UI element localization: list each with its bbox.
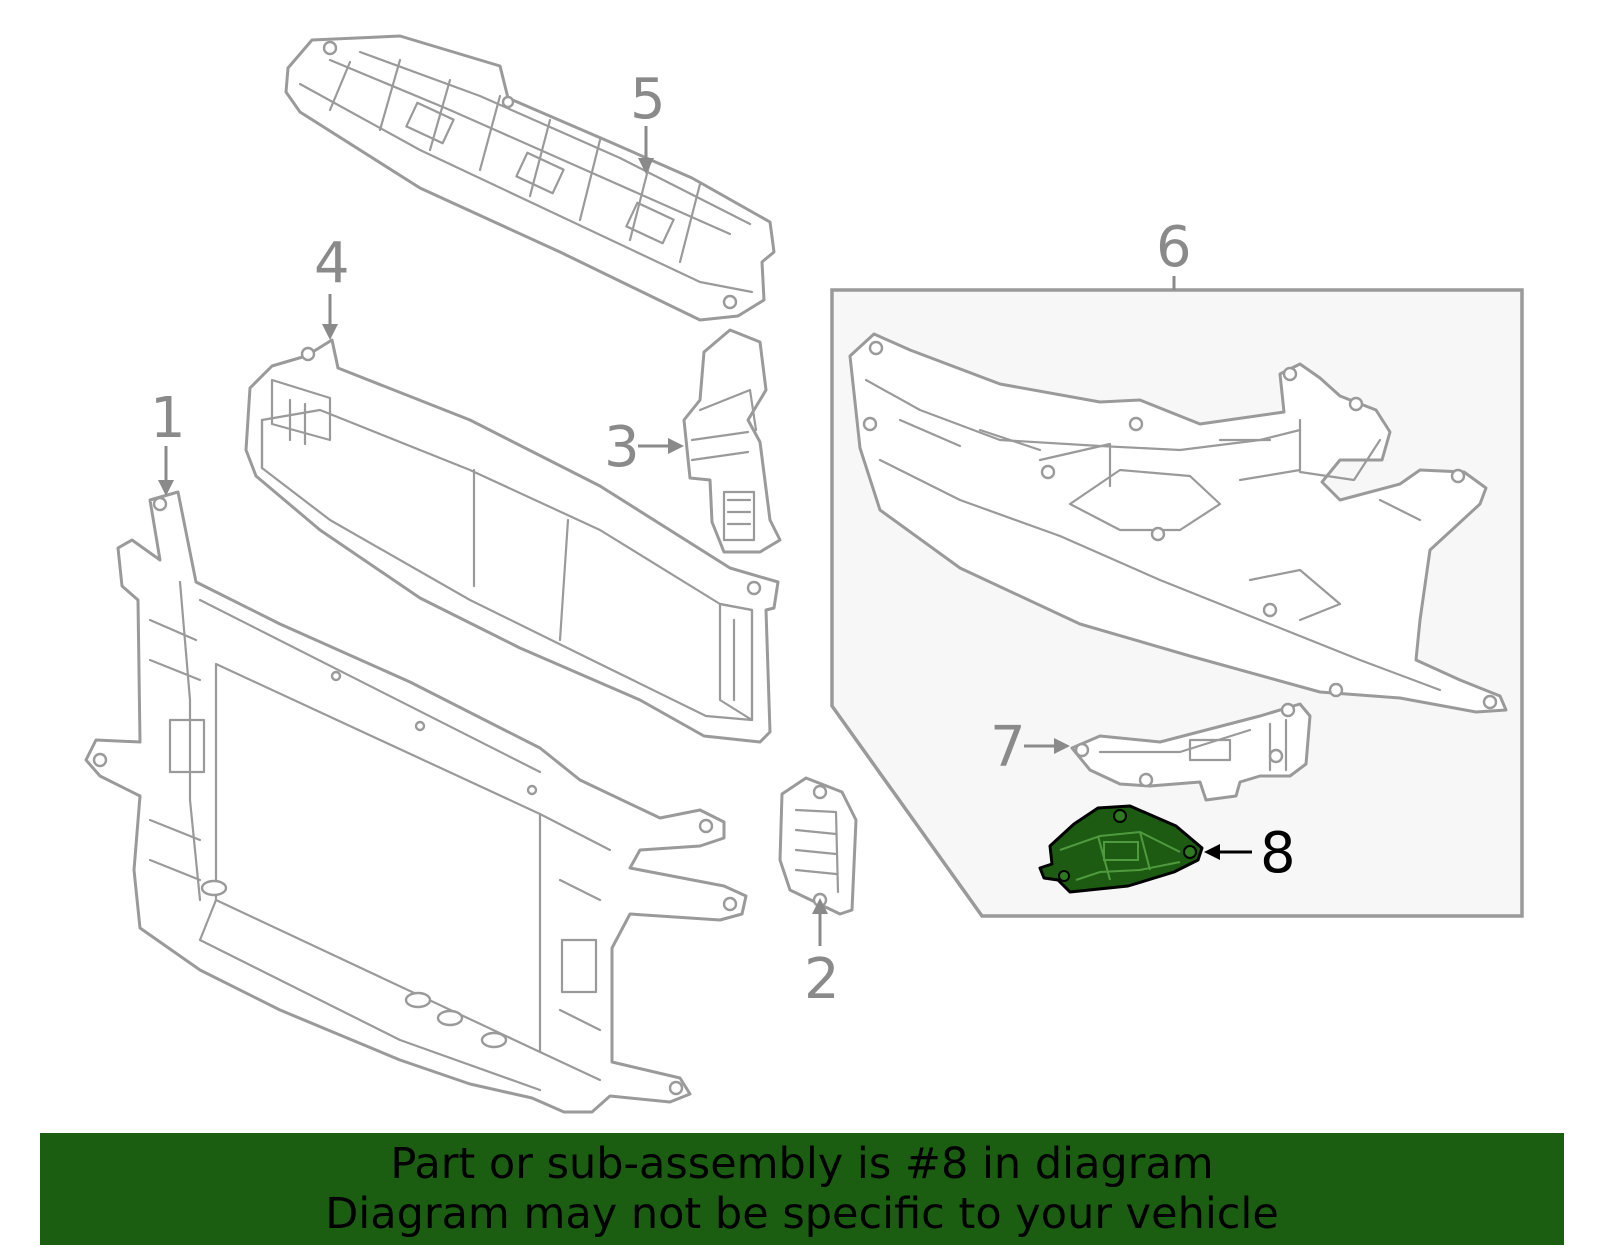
callout-2: 2 (804, 947, 840, 1012)
part-6-lower-undercover[interactable] (848, 332, 1508, 714)
arrow-7 (1024, 738, 1070, 754)
callout-6: 6 (1156, 215, 1192, 280)
arrow-2 (812, 898, 828, 946)
part-5-upper-air-guide[interactable] (284, 34, 776, 322)
arrow-3 (638, 438, 684, 454)
part-4-radiator-air-guide[interactable] (244, 338, 780, 744)
arrow-4 (322, 294, 338, 340)
arrow-8 (1204, 844, 1252, 860)
banner-line-disclaimer: Diagram may not be specific to your vehi… (325, 1189, 1279, 1239)
part-3-bracket[interactable] (682, 328, 782, 554)
callout-8: 8 (1260, 821, 1296, 886)
arrow-5 (638, 126, 654, 174)
callout-4: 4 (314, 231, 350, 296)
info-banner: Part or sub-assembly is #8 in diagram Di… (40, 1133, 1564, 1245)
part-2-bracket[interactable] (778, 776, 858, 916)
part-8-highlighted-cover[interactable] (1038, 804, 1204, 894)
callout-7: 7 (990, 715, 1026, 780)
callout-5: 5 (630, 67, 666, 132)
part-7-undercover-bracket[interactable] (1070, 702, 1312, 802)
part-1-radiator-support[interactable] (84, 490, 748, 1114)
arrow-1 (158, 446, 174, 496)
callout-1: 1 (150, 386, 186, 451)
callout-3: 3 (604, 415, 640, 480)
banner-line-part-number: Part or sub-assembly is #8 in diagram (390, 1139, 1214, 1189)
